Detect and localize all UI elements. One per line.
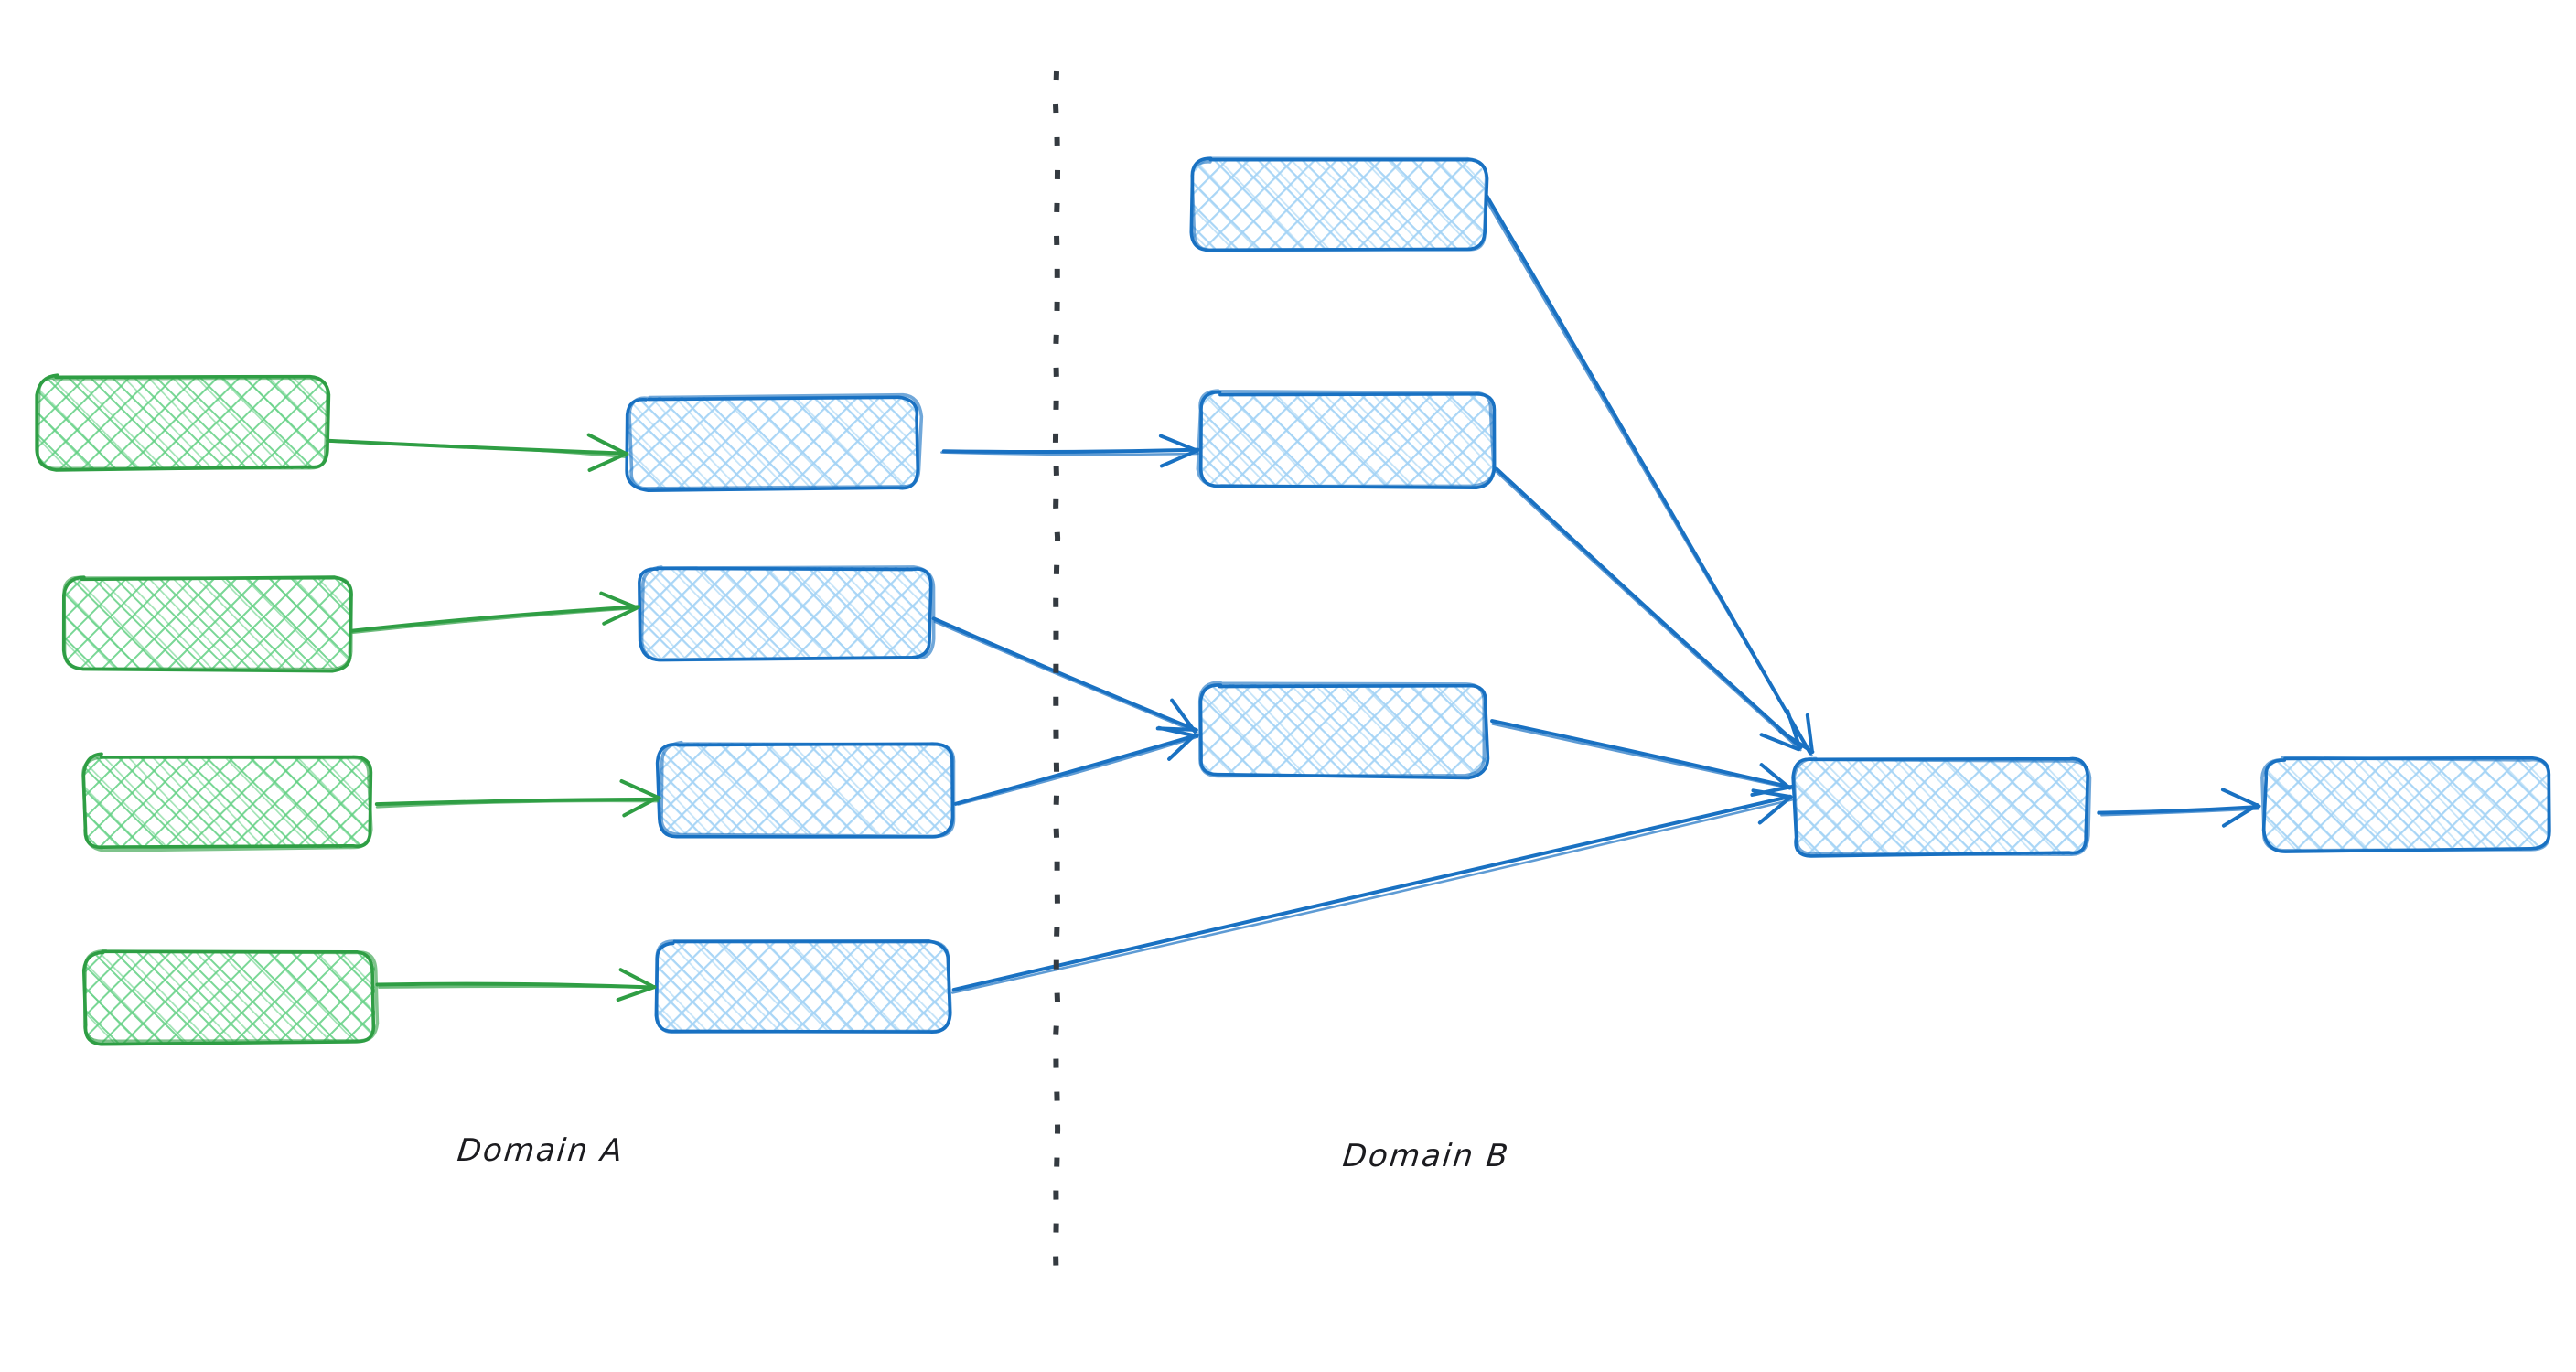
arrowhead-stroke <box>586 433 629 456</box>
edge-b-merge-to-b-out[interactable] <box>2097 788 2261 828</box>
edge-line <box>378 985 656 989</box>
arrowhead-stroke <box>587 452 628 472</box>
edge-a-src-1-to-a-mid-1[interactable] <box>326 433 629 472</box>
node-outline <box>1196 389 1496 488</box>
node-a-mid-2[interactable] <box>638 565 936 662</box>
node-outline <box>628 392 924 490</box>
domain-b-label: Domain B <box>1340 1138 1512 1174</box>
edge-a-mid-3-to-b-low[interactable] <box>953 725 1199 806</box>
arrowhead-stroke <box>602 606 639 626</box>
arrowhead-stroke <box>616 985 657 1002</box>
edge-line <box>351 606 639 634</box>
edge-a-src-2-to-a-mid-2[interactable] <box>350 591 640 634</box>
node-a-src-1[interactable] <box>35 373 331 472</box>
edge-line <box>933 620 1198 734</box>
node-a-mid-4[interactable] <box>654 939 952 1034</box>
node-hatch-fill <box>63 578 350 669</box>
arrowhead-stroke <box>1786 709 1802 750</box>
node-outline <box>1197 681 1487 778</box>
node-outline <box>2260 756 2551 852</box>
edge-line <box>327 440 627 458</box>
arrowhead-stroke <box>1805 713 1814 753</box>
edge-line <box>1495 470 1802 752</box>
domain-a-label: Domain A <box>455 1132 627 1169</box>
node-outline <box>62 575 353 671</box>
edge-line <box>940 451 1199 456</box>
node-a-src-4[interactable] <box>81 949 380 1046</box>
arrowhead-stroke <box>1757 795 1793 825</box>
edge-line <box>350 605 640 633</box>
node-hatch-fill <box>1192 160 1485 251</box>
edge-line <box>951 794 1792 992</box>
arrowhead-stroke <box>2220 788 2261 809</box>
edge-line <box>957 736 1197 806</box>
node-hatch-fill <box>628 397 918 488</box>
edge-line <box>1485 198 1813 757</box>
edge-line <box>953 733 1199 806</box>
node-hatch-fill <box>1201 684 1487 776</box>
node-hatch-fill <box>84 756 370 848</box>
edge-a-mid-1-to-b-mid[interactable] <box>940 434 1200 468</box>
arrowhead-stroke <box>1167 733 1197 761</box>
arrowhead-stroke <box>619 779 661 800</box>
domain-divider-line <box>1052 70 1061 1289</box>
edge-line <box>1490 719 1792 789</box>
node-b-low[interactable] <box>1197 681 1490 780</box>
edge-line <box>941 447 1200 455</box>
arrowhead-stroke <box>1170 698 1197 734</box>
node-hatch-fill <box>2264 759 2549 851</box>
node-outline <box>660 740 956 839</box>
node-a-mid-3[interactable] <box>655 740 956 839</box>
node-hatch-fill <box>640 567 931 658</box>
node-hatch-fill <box>657 942 950 1033</box>
arrowhead-stroke <box>1750 784 1794 797</box>
edge-line <box>950 799 1793 994</box>
node-a-src-2[interactable] <box>61 575 353 673</box>
edge-a-mid-2-to-b-low[interactable] <box>931 616 1198 734</box>
node-hatch-fill <box>85 952 375 1043</box>
node-hatch-fill <box>1200 393 1493 487</box>
node-outline <box>81 755 373 852</box>
arrowhead-stroke <box>1158 434 1199 453</box>
node-hatch-fill <box>38 378 328 469</box>
arrowhead-stroke <box>1759 763 1792 790</box>
edge-line <box>2097 805 2259 815</box>
arrowhead-stroke <box>1759 733 1801 752</box>
node-outline <box>654 939 952 1034</box>
node-outline <box>36 376 329 471</box>
node-a-src-3[interactable] <box>81 752 373 852</box>
edge-line <box>2100 808 2260 817</box>
edge-line <box>375 799 660 809</box>
node-b-mid[interactable] <box>1196 389 1497 489</box>
arrowhead-stroke <box>1157 725 1199 738</box>
arrowhead-stroke <box>1159 449 1198 468</box>
arrowhead-stroke <box>618 968 655 989</box>
edge-a-mid-4-to-b-merge[interactable] <box>950 788 1793 994</box>
node-a-mid-1[interactable] <box>625 392 924 492</box>
edge-b-low-to-b-merge[interactable] <box>1490 719 1794 797</box>
edge-b-top-to-b-merge[interactable] <box>1485 194 1815 757</box>
edge-line <box>1495 466 1803 750</box>
edge-a-src-3-to-a-mid-3[interactable] <box>374 779 661 818</box>
arrowhead-stroke <box>622 796 660 818</box>
arrowhead-stroke <box>2221 803 2259 828</box>
edge-b-mid-to-b-merge[interactable] <box>1495 466 1803 752</box>
arrowhead-stroke <box>599 591 639 610</box>
edge-a-src-4-to-a-mid-4[interactable] <box>375 968 657 1002</box>
node-outline <box>639 565 936 662</box>
node-hatch-fill <box>660 743 953 834</box>
node-hatch-fill <box>1795 759 2088 855</box>
node-b-top[interactable] <box>1189 156 1489 252</box>
node-outline <box>1792 756 2092 856</box>
node-outline <box>1190 156 1488 252</box>
edge-line <box>931 616 1198 733</box>
node-b-out[interactable] <box>2260 756 2551 853</box>
edge-line <box>1491 723 1793 790</box>
node-outline <box>82 949 380 1044</box>
node-b-merge[interactable] <box>1791 756 2092 858</box>
